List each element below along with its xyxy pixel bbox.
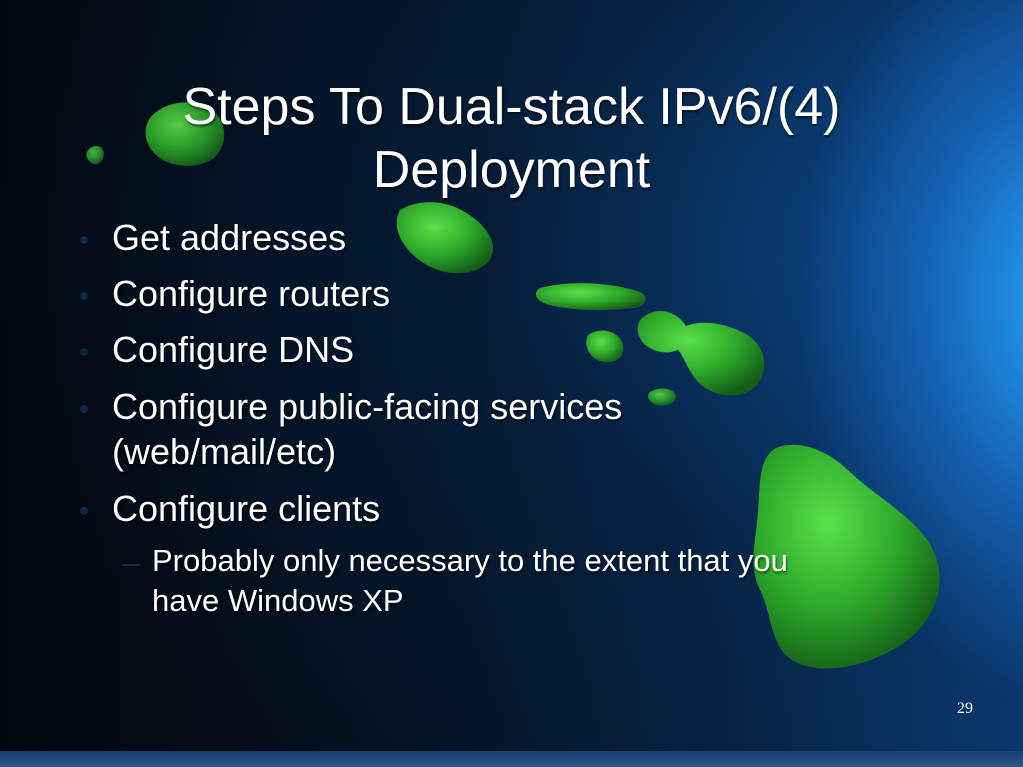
bullet-get-addresses: Get addresses: [112, 217, 347, 258]
sub-bullet-marker: [122, 564, 140, 566]
bullet-configure-public-facing-services: Configure public-facing services: [112, 386, 623, 427]
bullet-marker: [80, 507, 88, 515]
bullet-configure-public-facing-services-continuation: (web/mail/etc): [112, 431, 337, 472]
slide-title-line-2: Deployment: [372, 141, 651, 199]
bottom-bar: [0, 751, 1023, 767]
slide-title-line-1: Steps To Dual-stack IPv6/(4): [182, 78, 841, 136]
slide-number: 29: [957, 700, 973, 717]
bullet-configure-clients: Configure clients: [112, 488, 381, 529]
sub-bullet-windows-xp-line-2: have Windows XP: [152, 583, 404, 618]
sub-bullet-windows-xp-line-1: Probably only necessary to the extent th…: [152, 543, 788, 578]
bullet-configure-routers: Configure routers: [112, 273, 391, 314]
bullet-marker: [80, 292, 88, 300]
bullet-configure-dns: Configure DNS: [112, 329, 355, 370]
bullet-marker: [80, 236, 88, 244]
bullet-marker: [80, 348, 88, 356]
bullet-marker: [80, 405, 88, 413]
